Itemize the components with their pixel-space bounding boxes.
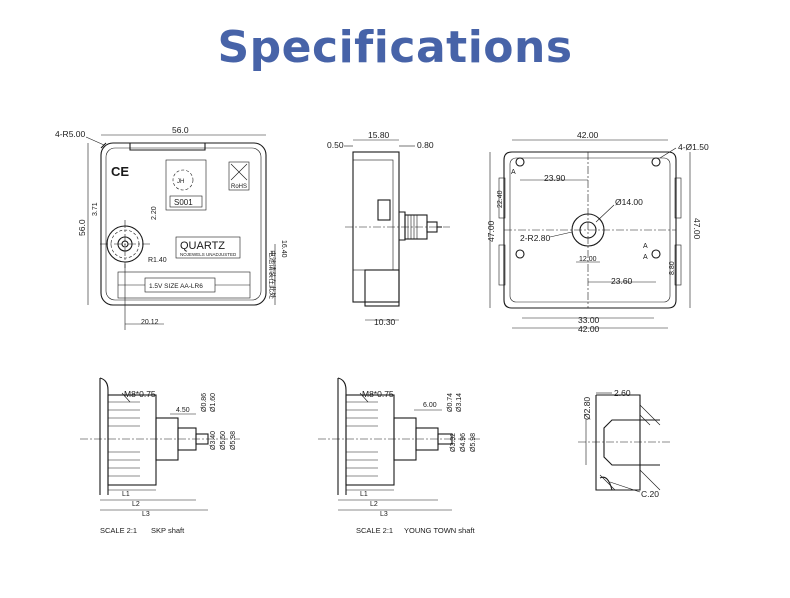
dim-2240: 22.40 <box>497 190 504 208</box>
front-width-dim: 56.0 <box>172 125 189 135</box>
skp-thread-body <box>107 394 157 486</box>
skp-thread-label: M8*0.75 <box>124 389 156 399</box>
yt-d1: Ø0.74 <box>447 393 454 412</box>
dim-2360: 23.60 <box>611 276 633 286</box>
dim-1400: Ø14.00 <box>615 197 643 207</box>
dim-4700-right: 47.00 <box>692 218 702 240</box>
skp-d5: Ø5.98 <box>230 431 237 450</box>
dim-050: 0.50 <box>327 140 344 150</box>
mount-hole-tl <box>515 157 525 167</box>
skp-l2: L2 <box>132 501 140 508</box>
jh-mark: JH <box>177 179 184 185</box>
page-title: Specifications <box>217 22 573 73</box>
skp-l1: L1 <box>122 491 130 498</box>
dim-880: 8.80 <box>669 261 676 275</box>
yt-dim-600: 6.00 <box>423 402 437 409</box>
dim-1580: 15.80 <box>368 130 390 140</box>
back-bottom-width: 42.00 <box>578 324 600 334</box>
ce-mark: CE <box>111 164 129 179</box>
corner-radius-dim: 4-R5.00 <box>55 129 86 139</box>
front-body-outline <box>100 142 267 306</box>
detail-hatch <box>599 404 661 491</box>
code-text: S001 <box>174 198 193 207</box>
front-view: CE JH S001 RoHS QUARTZ NOJEWELS UNADJUST… <box>55 125 287 330</box>
top-notch <box>129 143 206 151</box>
section-marker-1: A <box>511 169 516 176</box>
back-top-width: 42.00 <box>577 130 599 140</box>
dim-220: 2.20 <box>151 206 158 220</box>
skp-caption-name: SKP shaft <box>151 526 185 535</box>
detail-bore <box>603 419 641 466</box>
back-body-outline <box>503 151 677 309</box>
skp-shaft-drawing: M8*0.75 4.50 Ø0.86 Ø1.60 Ø3.40 Ø5.50 Ø5.… <box>80 377 240 535</box>
yt-l3: L3 <box>380 511 388 518</box>
skp-flange <box>99 377 109 495</box>
side-text: 电池请装在此处 <box>268 250 277 299</box>
yt-caption-scale: SCALE 2:1 <box>356 526 393 535</box>
section-marker-2: A <box>643 243 648 250</box>
dim-371: 3.71 <box>92 202 99 216</box>
dim-2390: 23.90 <box>544 173 566 183</box>
dim-4700-left: 47.00 <box>486 220 496 242</box>
radius-140: R1.40 <box>148 257 167 264</box>
jh-label-box <box>165 159 207 211</box>
side-tab <box>377 199 391 221</box>
side-view: 15.80 0.50 0.80 10.30 <box>327 130 450 327</box>
corner-tick <box>100 142 107 149</box>
skp-caption-scale: SCALE 2:1 <box>100 526 137 535</box>
yt-shaft-drawing: M8*0.75 6.00 Ø0.74 Ø3.14 Ø3.32 Ø4.96 Ø5.… <box>318 377 480 535</box>
skp-d4: Ø5.50 <box>220 431 227 450</box>
skp-d1: Ø0.86 <box>201 393 208 412</box>
detail-view: 2.60 Ø2.80 C.20 <box>578 388 670 499</box>
yt-caption-name: YOUNG TOWN shaft <box>404 526 475 535</box>
dim-2012: 20.12 <box>141 319 159 326</box>
holes-dim: 4-Ø1.50 <box>678 142 709 152</box>
dim-1640: 16.40 <box>280 240 287 258</box>
detail-dim-280: Ø2.80 <box>582 397 592 420</box>
front-height-dim: 56.0 <box>77 219 87 236</box>
side-battery <box>364 269 400 307</box>
section-marker-3: A <box>643 254 648 261</box>
dim-1200: 12.00 <box>579 256 597 263</box>
dim-080: 0.80 <box>417 140 434 150</box>
yt-thread-label: M8*0.75 <box>362 389 394 399</box>
mount-hole-bl <box>515 249 525 259</box>
code-box <box>169 195 203 208</box>
skp-thread-lines <box>108 401 140 477</box>
back-view: 42.00 4-Ø1.50 23.90 22.40 47.00 47.00 Ø1… <box>486 130 709 334</box>
yt-d3: Ø3.32 <box>450 433 457 452</box>
rohs-mark: RoHS <box>231 184 247 190</box>
yt-flange <box>337 377 347 495</box>
yt-d2: Ø3.14 <box>456 393 463 412</box>
detail-chamfer: C.20 <box>641 489 659 499</box>
yt-l2: L2 <box>370 501 378 508</box>
radius-280: 2-R2.80 <box>520 233 551 243</box>
yt-l1: L1 <box>360 491 368 498</box>
detail-dim-260: 2.60 <box>614 388 631 398</box>
dim-1030: 10.30 <box>374 317 396 327</box>
detail-outline <box>595 394 660 491</box>
skp-l3: L3 <box>142 511 150 518</box>
battery-text: 1.5V SIZE AA-LR6 <box>149 283 203 290</box>
mount-hole-tr <box>651 157 661 167</box>
quartz-text: QUARTZ <box>180 240 225 252</box>
yt-d4: Ø4.96 <box>460 433 467 452</box>
dim-3300: 33.00 <box>578 315 600 325</box>
mount-hole-br <box>651 249 661 259</box>
yt-d5: Ø5.98 <box>470 433 477 452</box>
skp-d2: Ø1.60 <box>210 393 217 412</box>
skp-dim-450: 4.50 <box>176 407 190 414</box>
yt-thread-lines <box>346 401 378 477</box>
quartz-subtext: NOJEWELS UNADJUSTED <box>180 252 237 257</box>
skp-d3: Ø3.40 <box>210 431 217 450</box>
front-body-inner <box>105 147 262 301</box>
sun-icon <box>172 169 194 191</box>
quartz-label-box <box>175 236 241 259</box>
yt-thread-body <box>345 394 395 486</box>
weee-bin-icon <box>228 161 250 191</box>
